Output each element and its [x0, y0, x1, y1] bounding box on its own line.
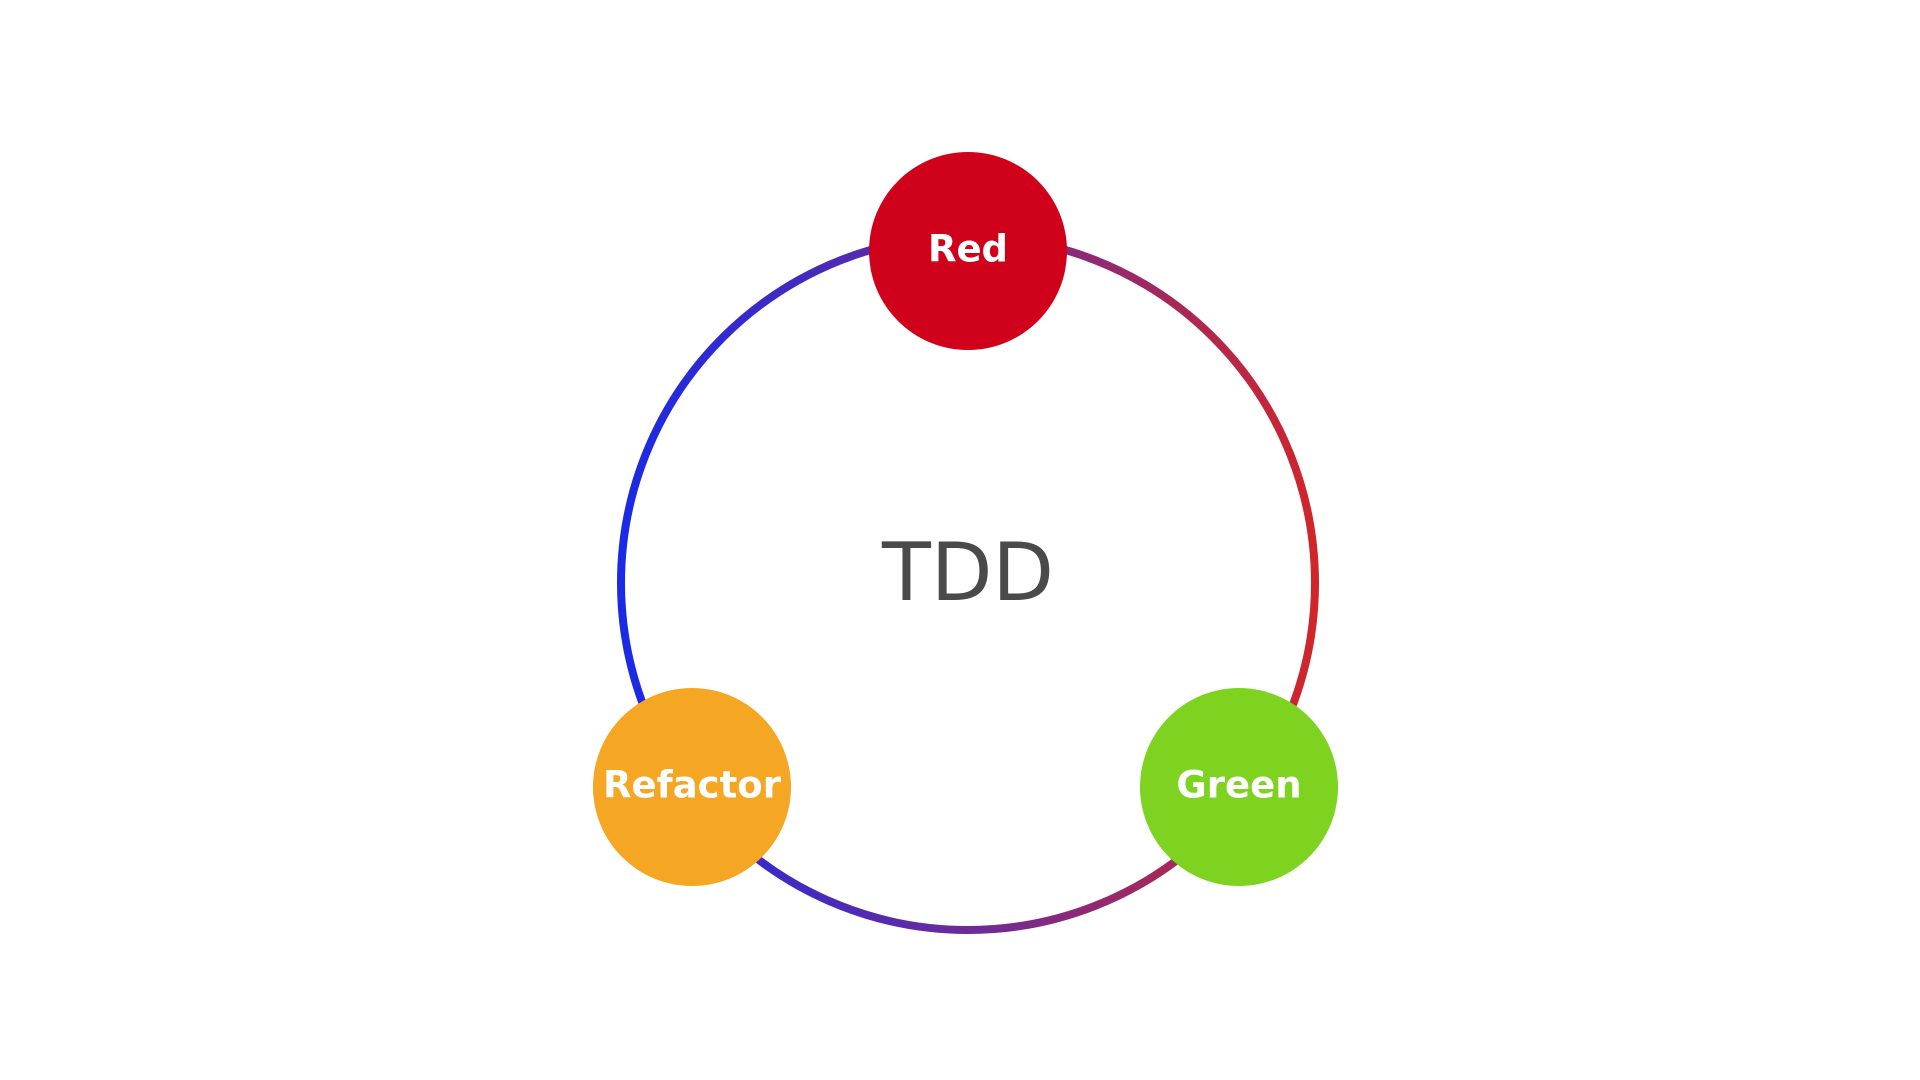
node-green: Green — [1140, 688, 1338, 886]
node-red-circle — [869, 152, 1067, 350]
node-refactor-circle — [593, 688, 791, 886]
node-green-circle — [1140, 688, 1338, 886]
node-red-label: Red — [928, 228, 1008, 271]
node-red: Red — [869, 152, 1067, 350]
node-refactor: Refactor — [593, 688, 791, 886]
center-label: TDD — [881, 526, 1054, 619]
node-green-label: Green — [1176, 764, 1301, 807]
node-refactor-label: Refactor — [603, 764, 782, 807]
